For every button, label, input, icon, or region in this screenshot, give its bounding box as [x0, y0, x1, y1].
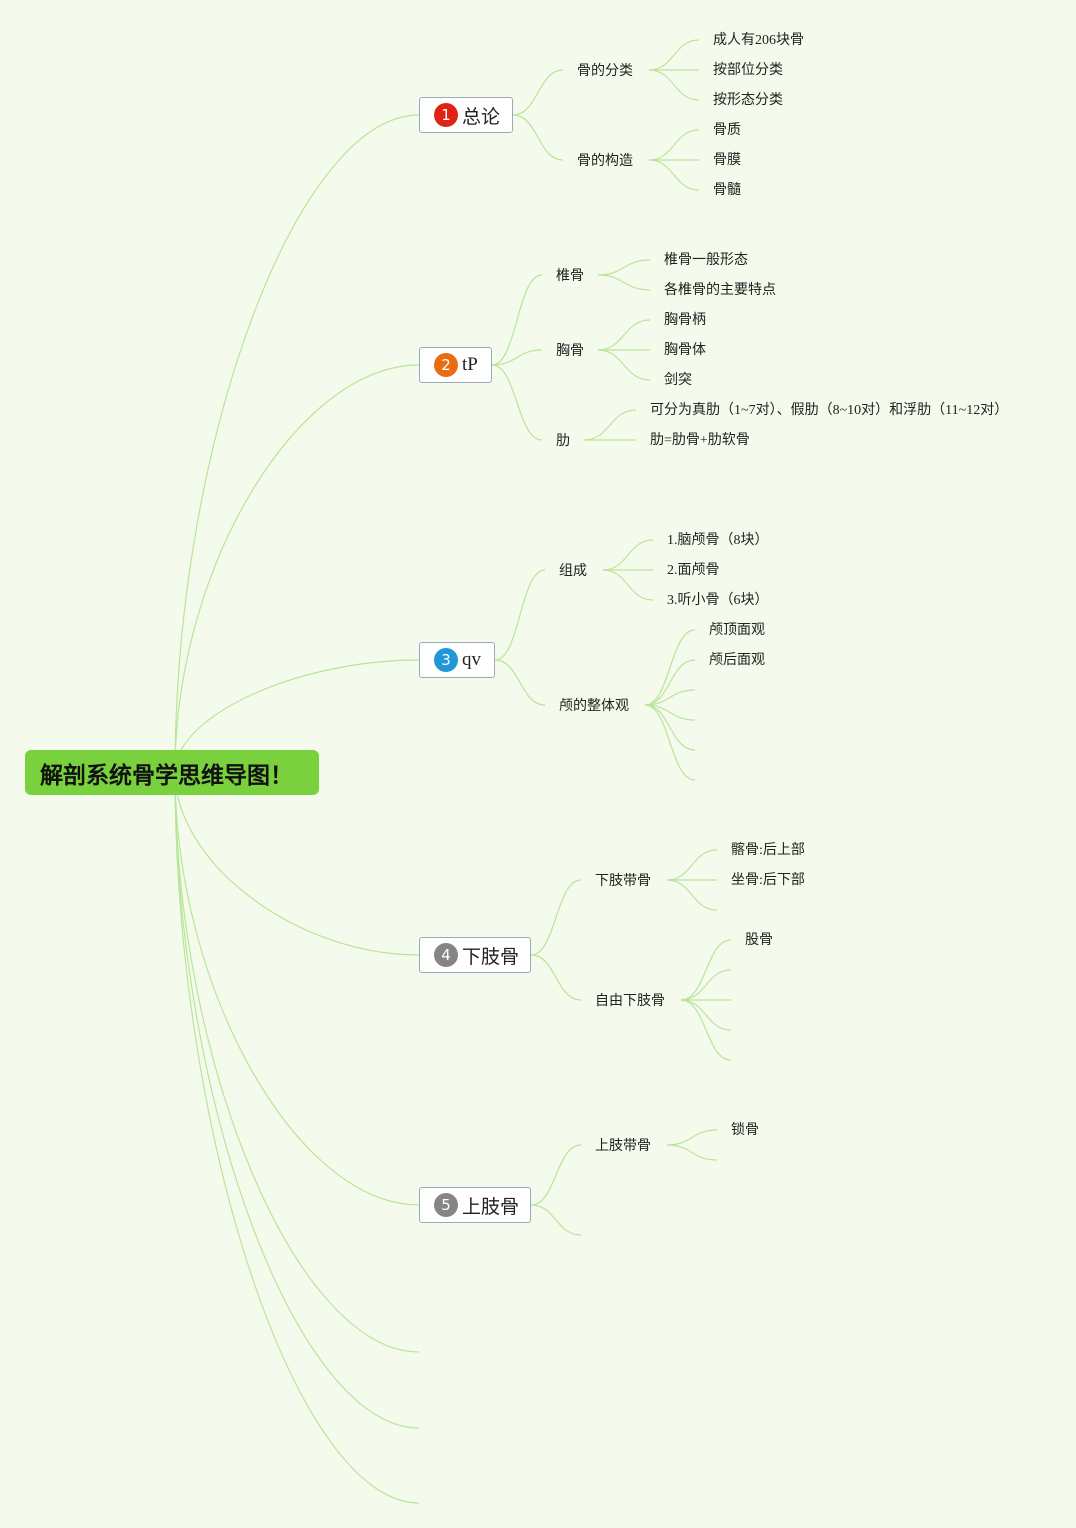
root-connector [174, 771, 420, 1353]
topic-trunk[interactable]: 2 tP [419, 347, 492, 383]
leaf-connector [597, 274, 651, 291]
topic-connector [530, 1204, 582, 1236]
leaf-node[interactable]: 颅后面观 [709, 653, 765, 668]
leaf-connector [648, 39, 700, 71]
subtopic-pelvic-girdle[interactable]: 下肢带骨 [595, 873, 651, 889]
leaf-connector [666, 1144, 718, 1161]
leaf-node[interactable]: 胸骨体 [664, 343, 706, 358]
topic-connector [491, 274, 543, 366]
topic-label: qv [462, 649, 481, 670]
root-connector [174, 771, 420, 1429]
subtopic-sternum[interactable]: 胸骨 [556, 343, 584, 359]
subtopic-vertebra[interactable]: 椎骨 [556, 268, 584, 284]
subtopic-bone-classification[interactable]: 骨的分类 [577, 63, 633, 79]
leaf-node[interactable]: 2.面颅骨 [667, 563, 720, 578]
topic-upper-limb[interactable]: 5 上肢骨 [419, 1187, 531, 1223]
leaf-node[interactable]: 骨膜 [713, 153, 741, 168]
leaf-connector [583, 409, 637, 441]
root-connector [174, 364, 420, 773]
topic-connector [512, 114, 564, 161]
leaf-connector [680, 969, 732, 1001]
leaf-connector [680, 939, 732, 1001]
leaf-connector [602, 569, 654, 601]
topic-connector [494, 659, 546, 706]
leaf-connector [644, 704, 696, 751]
subtopic-skull-overview[interactable]: 颅的整体观 [559, 698, 629, 714]
leaf-node[interactable]: 按部位分类 [713, 63, 783, 78]
leaf-connector [680, 999, 732, 1031]
topic-label: 下肢骨 [462, 945, 520, 968]
root-title: 解剖系统骨学思维导图！ [40, 762, 293, 789]
leaf-node[interactable]: 骨髓 [713, 183, 741, 198]
leaf-connector [666, 1129, 718, 1146]
leaf-node[interactable]: 坐骨:后下部 [731, 873, 805, 888]
topic-number-badge: 1 [434, 103, 458, 127]
subtopic-composition[interactable]: 组成 [559, 563, 587, 579]
leaf-connector [644, 689, 696, 706]
leaf-connector [602, 539, 654, 571]
subtopic-free-lower-limb[interactable]: 自由下肢骨 [595, 993, 665, 1009]
leaf-node[interactable]: 肋=肋骨+肋软骨 [650, 433, 750, 448]
subtopic-bone-structure[interactable]: 骨的构造 [577, 153, 633, 169]
leaf-node[interactable]: 按形态分类 [713, 93, 783, 108]
topic-connector [494, 569, 546, 661]
root-topic[interactable]: 解剖系统骨学思维导图！ [25, 750, 319, 795]
leaf-node[interactable]: 剑突 [664, 373, 692, 388]
root-connector [174, 771, 420, 956]
leaf-connector [597, 349, 651, 381]
topic-connector [491, 349, 543, 366]
root-connector [174, 114, 420, 773]
topic-skull[interactable]: 3 qv [419, 642, 495, 678]
leaf-connector [597, 259, 651, 276]
leaf-node[interactable]: 椎骨一般形态 [664, 253, 748, 268]
leaf-node[interactable]: 3.听小骨（6块） [667, 593, 769, 608]
leaf-connector [644, 659, 696, 706]
topic-connector [530, 879, 582, 956]
topic-label: tP [462, 354, 478, 375]
leaf-connector [644, 629, 696, 706]
leaf-node[interactable]: 股骨 [745, 933, 773, 948]
leaf-node[interactable]: 锁骨 [731, 1123, 759, 1138]
leaf-connector [648, 69, 700, 101]
leaf-connector [680, 999, 732, 1061]
root-connector [174, 771, 420, 1206]
subtopic-shoulder-girdle[interactable]: 上肢带骨 [595, 1138, 651, 1154]
leaf-connector [648, 129, 700, 161]
leaf-node[interactable]: 可分为真肋（1~7对）、假肋（8~10对）和浮肋（11~12对） [650, 403, 1009, 418]
leaf-connector [648, 159, 700, 191]
leaf-node[interactable]: 胸骨柄 [664, 313, 706, 328]
leaf-node[interactable]: 各椎骨的主要特点 [664, 283, 776, 298]
topic-label: 总论 [462, 105, 501, 128]
leaf-node[interactable]: 髂骨:后上部 [731, 843, 805, 858]
topic-general[interactable]: 1 总论 [419, 97, 513, 133]
leaf-node[interactable]: 1.脑颅骨（8块） [667, 533, 769, 548]
topic-number-badge: 2 [434, 353, 458, 377]
topic-label: 上肢骨 [462, 1195, 520, 1218]
leaf-node[interactable]: 骨质 [713, 123, 741, 138]
topic-number-badge: 3 [434, 648, 458, 672]
leaf-node[interactable]: 成人有206块骨 [713, 33, 804, 48]
root-connector [174, 771, 420, 1504]
topic-number-badge: 5 [434, 1193, 458, 1217]
leaf-connector [666, 849, 718, 881]
topic-connector [530, 954, 582, 1001]
topic-lower-limb[interactable]: 4 下肢骨 [419, 937, 531, 973]
topic-number-badge: 4 [434, 943, 458, 967]
topic-connector [530, 1144, 582, 1206]
subtopic-rib[interactable]: 肋 [556, 433, 570, 449]
topic-connector [491, 364, 543, 441]
leaf-connector [666, 879, 718, 911]
topic-connector [512, 69, 564, 116]
leaf-connector [597, 319, 651, 351]
leaf-connector [644, 704, 696, 781]
leaf-connector [644, 704, 696, 721]
leaf-node[interactable]: 颅顶面观 [709, 623, 765, 638]
